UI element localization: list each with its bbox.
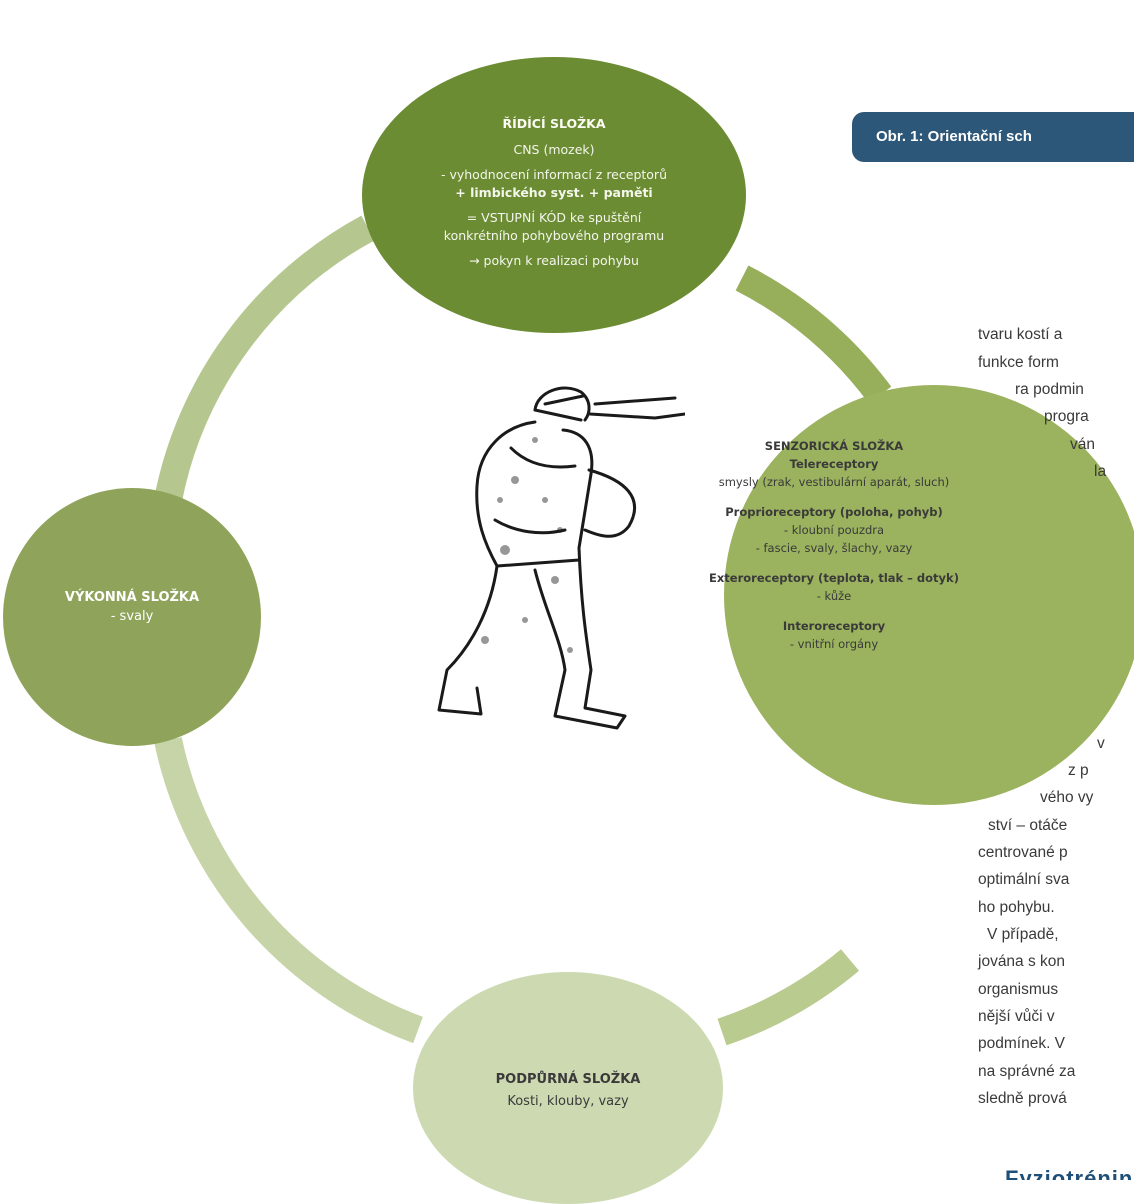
body-text-line: tvaru kostí a — [978, 326, 1063, 343]
body-text-line: ván — [1070, 436, 1095, 453]
support-component-text: Kosti, klouby, vazy — [507, 1094, 629, 1109]
sensory-component-node: SENZORICKÁ SLOŽKA Telereceptory smysly (… — [709, 385, 1134, 805]
figure-caption-banner: Obr. 1: Orientační sch — [852, 112, 1134, 162]
ring-arc-top-right — [735, 265, 892, 404]
ring-arc-bottom-right — [717, 949, 860, 1046]
body-text-line: z p — [1068, 762, 1089, 779]
body-text-line: la — [1094, 463, 1107, 480]
body-text-line: v — [1097, 735, 1105, 752]
control-component-node: ŘÍDÍCÍ SLOŽKA CNS (mozek) - vyhodnocení … — [362, 57, 746, 333]
control-component-title: ŘÍDÍCÍ SLOŽKA — [502, 115, 606, 131]
body-text-line: nější vůči v — [978, 1008, 1055, 1025]
body-text-line: centrované p — [978, 844, 1068, 861]
sensory-group-heading: Interoreceptory — [782, 619, 886, 633]
body-text-line: vého vy — [1040, 789, 1094, 806]
sensory-group-heading: Proprioreceptory (poloha, pohyb) — [725, 505, 943, 519]
body-text-line: na správné za — [978, 1063, 1076, 1080]
control-component-line-2: + limbického syst. + paměti — [455, 184, 653, 200]
body-text-line: jována s kon — [978, 953, 1066, 970]
section-heading-fragment: Fyziotrénin — [1005, 1157, 1134, 1180]
sensory-group-item: - kůže — [816, 589, 852, 603]
ring-arc-top-left — [154, 215, 375, 503]
body-text-line: ra podmin — [1015, 381, 1084, 398]
sensory-component-title: SENZORICKÁ SLOŽKA — [764, 439, 904, 453]
executive-component-title: VÝKONNÁ SLOŽKA — [64, 590, 200, 605]
control-component-line-3: = VSTUPNÍ KÓD ke spuštění — [466, 209, 642, 225]
ring-arc-bottom-left — [154, 737, 423, 1044]
control-component-line-5: → pokyn k realizaci pohybu — [469, 252, 639, 268]
section-heading-text: Fyziotrénin — [1005, 1166, 1134, 1180]
body-text-line: V případě, — [987, 926, 1059, 943]
sensory-group-interoreceptors: Interoreceptory - vnitřní orgány — [724, 617, 1134, 653]
control-component-subtitle: CNS (mozek) — [513, 141, 595, 157]
body-text-line: sledně prová — [978, 1090, 1067, 1107]
sensory-group-item: - vnitřní orgány — [789, 637, 879, 651]
support-component-title: PODPŮRNÁ SLOŽKA — [495, 1072, 641, 1087]
sensory-group-heading: Exteroreceptory (teplota, tlak – dotyk) — [709, 571, 959, 585]
body-text-line: ství – otáče — [988, 817, 1068, 834]
body-text-line: ho pohybu. — [978, 899, 1055, 916]
body-text-line: podmínek. V — [978, 1035, 1066, 1052]
body-text-line: funkce form — [978, 354, 1059, 371]
sensory-group-exteroreceptors: Exteroreceptory (teplota, tlak – dotyk) … — [709, 569, 1134, 605]
control-component-line-1: - vyhodnocení informací z receptorů — [440, 166, 667, 182]
sensory-group-heading: Telereceptory — [789, 457, 879, 471]
body-text-line: organismus — [978, 981, 1059, 998]
soldier-aiming-rifle-illustration — [437, 386, 685, 730]
executive-component-node: VÝKONNÁ SLOŽKA - svaly — [3, 488, 261, 746]
sensory-group-proprioreceptors: Proprioreceptory (poloha, pohyb) - kloub… — [724, 503, 1134, 557]
sensory-group-item: - kloubní pouzdra — [783, 523, 885, 537]
sensory-group-item: smysly (zrak, vestibulární aparát, sluch… — [718, 475, 950, 489]
control-component-line-4: konkrétního pohybového programu — [443, 227, 665, 243]
body-text-line: progra — [1044, 408, 1089, 425]
sensory-group-item: - fascie, svaly, šlachy, vazy — [755, 541, 913, 555]
executive-component-text: - svaly — [110, 609, 154, 624]
body-text-line: optimální sva — [978, 871, 1070, 888]
support-component-node: PODPŮRNÁ SLOŽKA Kosti, klouby, vazy — [413, 972, 723, 1204]
sensory-group-telereceptors: SENZORICKÁ SLOŽKA Telereceptory smysly (… — [719, 437, 1134, 491]
